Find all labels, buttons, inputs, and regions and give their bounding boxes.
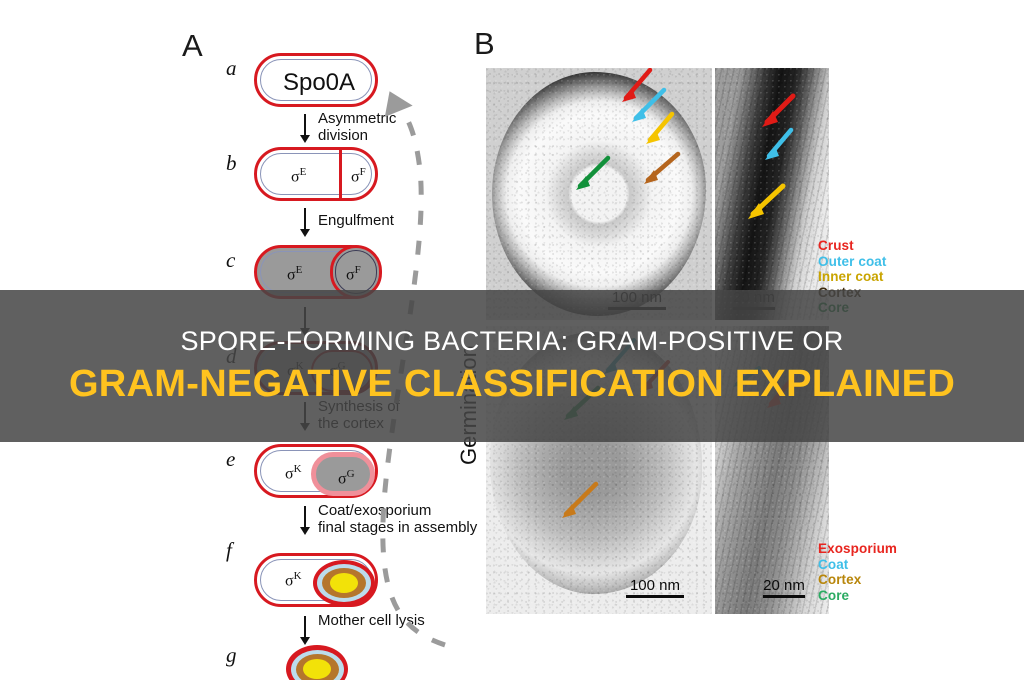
transition-arrow-2 bbox=[300, 208, 310, 237]
scalebar-bottom-right: 20 nm bbox=[763, 578, 805, 598]
spore-cross-section-1 bbox=[492, 72, 706, 316]
overlay-title-line2: GRAM-NEGATIVE CLASSIFICATION EXPLAINED bbox=[68, 363, 956, 405]
legend-top-item-outer-coat: Outer coat bbox=[818, 253, 887, 269]
scalebar-bottom-left: 100 nm bbox=[626, 578, 684, 598]
panel-b-letter: B bbox=[474, 26, 495, 61]
cell-wall-b bbox=[260, 153, 372, 195]
stage-letter-f: f bbox=[226, 538, 232, 562]
transition-label-5-line1: Coat/exosporium bbox=[318, 502, 432, 519]
transition-arrow-1 bbox=[300, 114, 310, 143]
legend-top-item-inner-coat: Inner coat bbox=[818, 269, 884, 284]
cell-stage-e: σK σG bbox=[254, 444, 378, 498]
transition-label-1-line2: division bbox=[318, 127, 369, 145]
cell-wall-a bbox=[260, 59, 372, 101]
spore-stage-f bbox=[313, 560, 375, 606]
stage-letter-b: b bbox=[226, 151, 237, 175]
legend-bottom: Exosporium Coat Cortex Core bbox=[818, 541, 897, 603]
cell-stage-f: σK bbox=[254, 553, 378, 607]
panel-a-letter: A bbox=[182, 28, 203, 63]
spore-cortex-f bbox=[322, 568, 366, 598]
transition-label-2: Engulfment bbox=[318, 212, 394, 229]
transition-label-1-line1: Asymmetric bbox=[318, 110, 397, 127]
sigma-k-label-e: σK bbox=[285, 463, 302, 483]
legend-bottom-item-exosporium: Exosporium bbox=[818, 541, 898, 556]
stage-letter-a: a bbox=[226, 56, 237, 80]
cell-stage-a: Spo0A bbox=[254, 53, 378, 107]
sigma-k-label-f: σK bbox=[285, 570, 302, 590]
sigma-e-label-c: σE bbox=[287, 264, 303, 284]
scalebar-bottom-left-label: 100 nm bbox=[629, 577, 681, 594]
legend-bottom-item-core: Core bbox=[818, 587, 850, 603]
legend-bottom-item-cortex: Cortex bbox=[818, 572, 862, 587]
spore-stage-g bbox=[286, 645, 348, 680]
tem-micrograph-top-right: 20 nm bbox=[715, 68, 829, 320]
transition-arrow-6 bbox=[300, 616, 310, 645]
stage-letter-c: c bbox=[226, 248, 236, 272]
spore-edge-section-2 bbox=[715, 68, 829, 320]
spore-core-g bbox=[303, 659, 331, 679]
overlay-title-line1: SPORE-FORMING BACTERIA: GRAM-POSITIVE OR bbox=[180, 326, 844, 356]
spo0a-label: Spo0A bbox=[282, 69, 356, 96]
transition-label-5-line2: final stages in assembly bbox=[318, 519, 478, 537]
stage-letter-e: e bbox=[226, 447, 236, 471]
stage-letter-g: g bbox=[226, 643, 237, 667]
spore-coat-f bbox=[317, 564, 371, 602]
sigma-g-label-e: σG bbox=[338, 468, 355, 488]
septum-b bbox=[339, 150, 342, 198]
transition-arrow-5 bbox=[300, 506, 310, 535]
spore-coat-g bbox=[290, 649, 344, 680]
transition-label-5: Coat/exosporium final stages in assembly bbox=[318, 502, 477, 537]
scalebar-bottom-right-label: 20 nm bbox=[763, 577, 805, 594]
scalebar-bottom-left-bar bbox=[626, 595, 684, 598]
tem-micrograph-top-left: 100 nm bbox=[486, 68, 712, 320]
forespore-stage-e: σG bbox=[311, 452, 375, 496]
scalebar-bottom-right-bar bbox=[763, 595, 805, 598]
transition-label-6: Mother cell lysis bbox=[318, 612, 425, 629]
sigma-e-label-b: σE bbox=[291, 166, 307, 186]
legend-bottom-item-coat: Coat bbox=[818, 556, 849, 572]
spore-core-f bbox=[330, 573, 358, 593]
transition-label-1: Asymmetric division bbox=[318, 110, 396, 145]
sigma-f-label-b: σF bbox=[351, 166, 366, 186]
cell-stage-b: σE σF bbox=[254, 147, 378, 201]
legend-top-item-crust: Crust bbox=[818, 238, 854, 253]
title-overlay-band: SPORE-FORMING BACTERIA: GRAM-POSITIVE OR… bbox=[0, 290, 1024, 442]
spore-cortex-g bbox=[295, 653, 339, 680]
sigma-f-label-c: σF bbox=[346, 264, 361, 284]
